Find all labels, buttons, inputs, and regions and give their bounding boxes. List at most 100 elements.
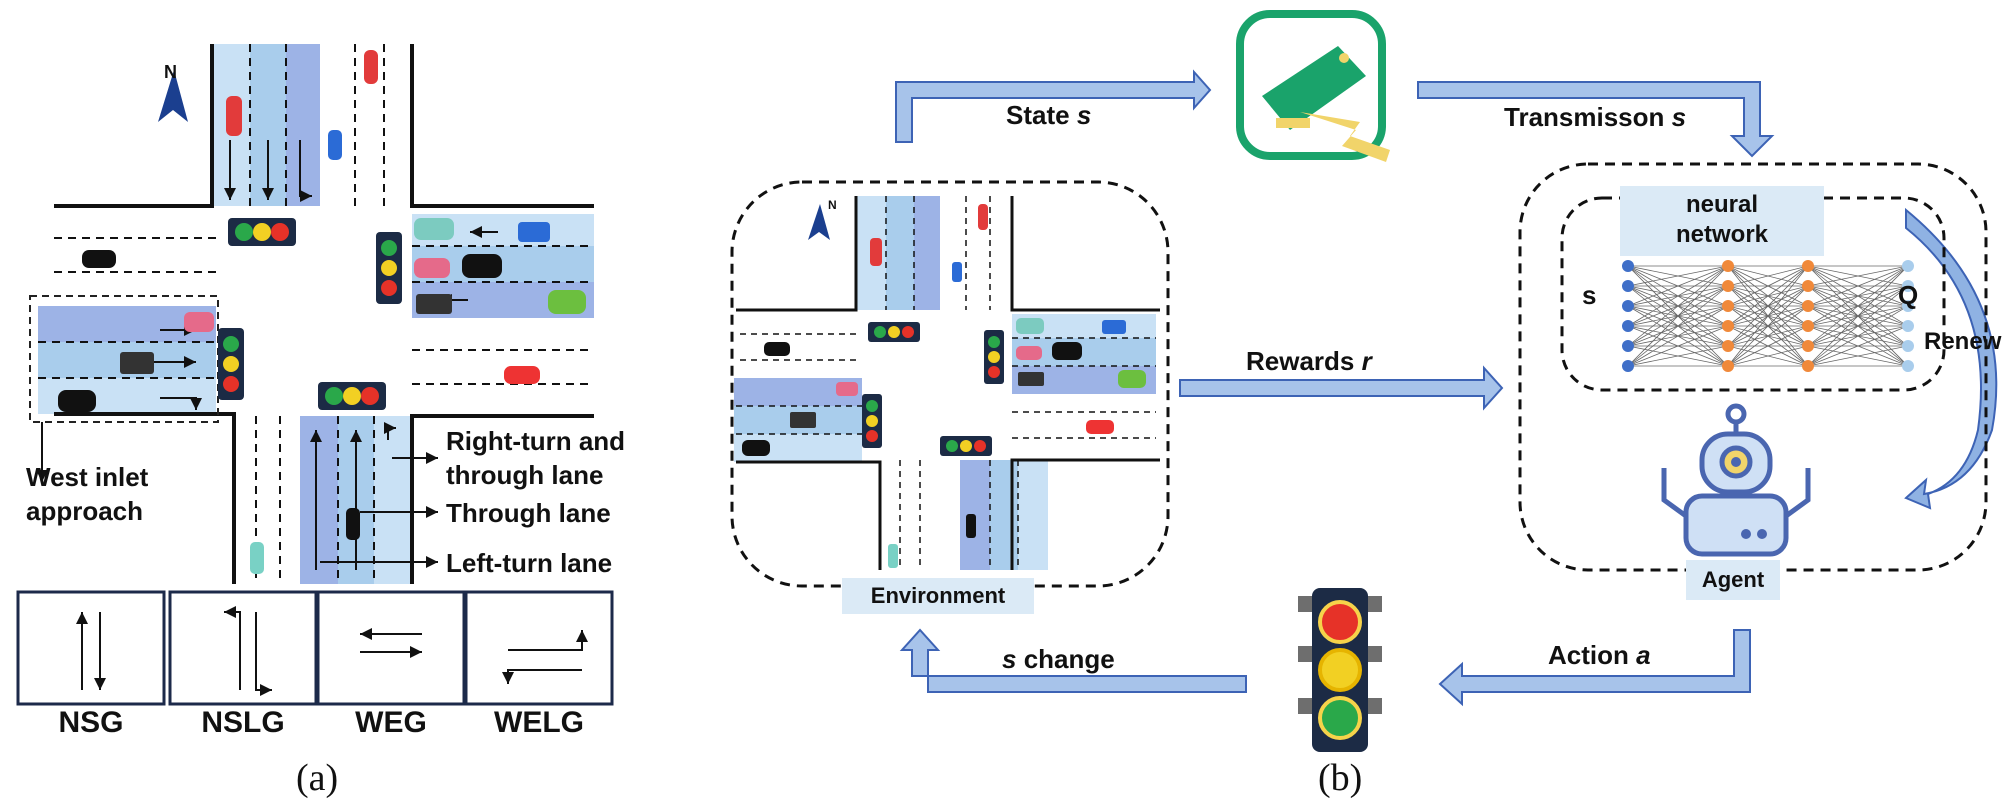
nn-node (1802, 320, 1814, 332)
transmission-label: Transmisson s (1504, 102, 1687, 132)
transmission-arrow (1417, 81, 1775, 158)
action-label: Action a (1548, 640, 1651, 670)
nn-edge (1727, 265, 1809, 367)
caption-b: (b) (1318, 757, 1363, 799)
nn-edge (1807, 265, 1909, 367)
label-leaders (320, 452, 438, 568)
through-lane-label: Through lane (446, 498, 611, 528)
nn-node (1622, 360, 1634, 372)
compass-b-label: N (828, 198, 837, 212)
intersection-a (16, 44, 614, 706)
block-arrows (895, 69, 1775, 707)
nn-edge (1807, 265, 1909, 287)
nn-node (1722, 320, 1734, 332)
nn-edge (1727, 285, 1809, 367)
renew-label: Renew (1924, 328, 2002, 355)
phase-boxes (16, 590, 614, 706)
renew-arrow (1904, 207, 1998, 510)
lane-dashes (38, 44, 594, 584)
nn-output-label: Q (1898, 280, 1919, 310)
nn-edge (1627, 265, 1729, 307)
action-arrow (1438, 629, 1751, 707)
nn-edge (1627, 265, 1729, 367)
nn-node (1802, 260, 1814, 272)
nn-node (1902, 340, 1914, 352)
agent-label: Agent (1686, 560, 1780, 600)
vehicles-a (58, 50, 586, 574)
nn-edge (1627, 305, 1729, 367)
nn-edge (1807, 265, 1909, 347)
compass-a-label: N (164, 62, 177, 82)
state-arrow (895, 69, 1212, 143)
nn-node (1622, 280, 1634, 292)
environment-label: Environment (842, 578, 1034, 614)
caption-a: (a) (296, 757, 339, 799)
nn-edge (1807, 265, 1909, 327)
nn-edge (1727, 265, 1809, 347)
phase-welg-label: WELG (494, 706, 584, 739)
nn-edge (1627, 265, 1729, 327)
compass-a-icon (158, 70, 188, 122)
traffic-light-south-icon (318, 382, 386, 410)
nn-node (1902, 300, 1914, 312)
nn-node (1722, 360, 1734, 372)
phase-nslg-label: NSLG (201, 706, 285, 739)
intersection-b (734, 196, 1160, 570)
nn-edge (1727, 265, 1809, 287)
neural-network-label: neural network (1620, 186, 1824, 256)
west-inlet-label: West inlet approach (26, 462, 149, 526)
nn-node (1722, 340, 1734, 352)
camera-icon (1236, 10, 1390, 162)
traffic-light-north-icon (228, 218, 296, 246)
nn-edge (1727, 305, 1809, 367)
nn-edge (1807, 345, 1909, 367)
kerbs (54, 44, 594, 584)
nn-node (1802, 340, 1814, 352)
nn-input-label: s (1582, 280, 1597, 310)
west-inlet-box (29, 295, 219, 423)
nn-edge (1727, 345, 1809, 367)
right-through-lane-label: Right-turn and through lane (446, 426, 626, 490)
traffic-light-large-icon (1298, 588, 1382, 752)
change-label: s change (1002, 644, 1115, 674)
nn-edge (1727, 265, 1809, 307)
nn-node (1622, 340, 1634, 352)
state-label: State s (1006, 100, 1092, 130)
nn-edge (1727, 325, 1809, 367)
nn-edge (1627, 285, 1729, 367)
rewards-arrow (1179, 365, 1504, 411)
nn-edge (1807, 305, 1909, 367)
nn-node (1622, 300, 1634, 312)
network-box (1560, 196, 1946, 392)
nn-edge (1807, 325, 1909, 367)
phase-arrows (76, 606, 588, 696)
nn-node (1622, 320, 1634, 332)
compass-b-icon (808, 204, 830, 240)
nn-node (1722, 300, 1734, 312)
nn-node (1802, 360, 1814, 372)
nn-node (1902, 280, 1914, 292)
nn-node (1722, 280, 1734, 292)
phase-weg-label: WEG (355, 706, 427, 739)
nn-edge (1807, 265, 1909, 307)
nn-edge (1807, 285, 1909, 367)
nn-node (1622, 260, 1634, 272)
nn-edge (1727, 265, 1809, 327)
nn-edge (1627, 265, 1729, 347)
north-lane-3 (286, 44, 320, 206)
south-lane-3 (374, 416, 412, 584)
south-lane-1 (300, 416, 338, 584)
nn-edge (1627, 325, 1729, 367)
nn-edge (1627, 265, 1729, 287)
nn-node (1802, 280, 1814, 292)
rewards-label: Rewards r (1246, 346, 1372, 376)
nn-node (1802, 300, 1814, 312)
traffic-light-east-icon (376, 232, 402, 304)
neural-network-graphic (1622, 260, 1914, 372)
nn-node (1902, 360, 1914, 372)
nn-node (1902, 260, 1914, 272)
phase-nsg-label: NSG (58, 706, 124, 739)
nn-node (1722, 260, 1734, 272)
left-turn-lane-label: Left-turn lane (446, 548, 613, 578)
